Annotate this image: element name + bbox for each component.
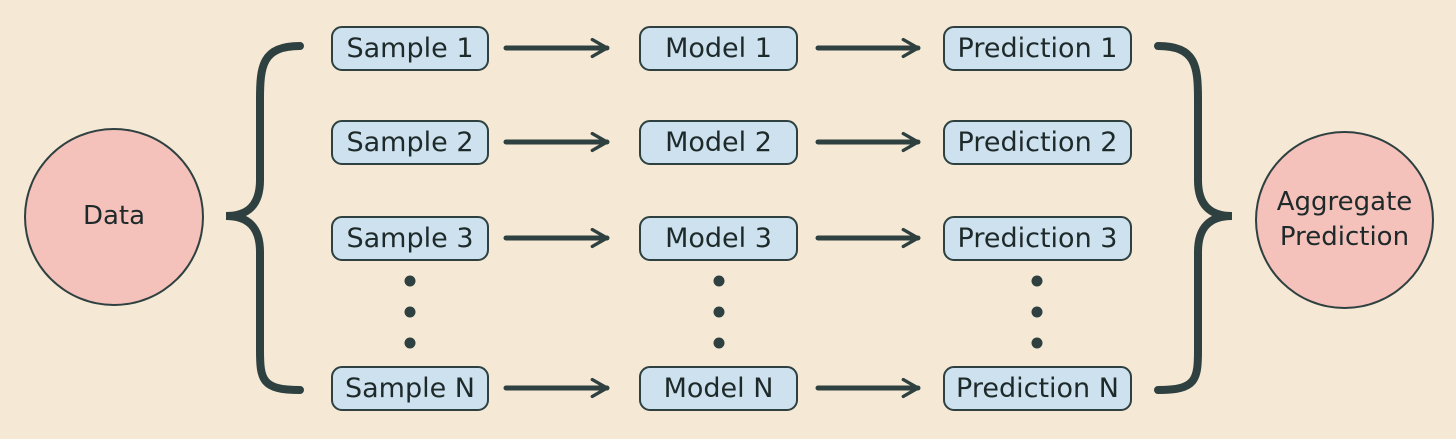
- sample-n-label: Sample N: [344, 373, 476, 404]
- right-brace: [1154, 42, 1233, 394]
- model-1-box: Model 1: [639, 26, 798, 71]
- model-3-label: Model 3: [665, 223, 772, 254]
- sample-2-box: Sample 2: [331, 120, 489, 165]
- sample-3-box: Sample 3: [331, 216, 489, 261]
- data-node-label: Data: [82, 201, 146, 232]
- model-n-label: Model N: [663, 373, 774, 404]
- prediction-1-label: Prediction 1: [957, 33, 1118, 64]
- ellipsis-samples: [404, 275, 416, 349]
- sample-2-label: Sample 2: [346, 127, 474, 158]
- ellipsis-predictions: [1031, 275, 1043, 349]
- model-2-label: Model 2: [665, 127, 772, 158]
- prediction-1-box: Prediction 1: [943, 26, 1132, 71]
- prediction-2-box: Prediction 2: [943, 120, 1132, 165]
- sample-1-box: Sample 1: [331, 26, 489, 71]
- model-2-box: Model 2: [639, 120, 798, 165]
- aggregate-label-line2: Prediction: [1279, 222, 1410, 252]
- prediction-n-label: Prediction N: [956, 373, 1119, 404]
- sample-3-label: Sample 3: [346, 223, 474, 254]
- prediction-2-label: Prediction 2: [957, 127, 1118, 158]
- prediction-n-box: Prediction N: [943, 366, 1132, 411]
- ellipsis-models: [713, 275, 725, 349]
- prediction-3-box: Prediction 3: [943, 216, 1132, 261]
- sample-1-label: Sample 1: [346, 33, 474, 64]
- sample-n-box: Sample N: [331, 366, 489, 411]
- model-1-label: Model 1: [665, 33, 772, 64]
- model-n-box: Model N: [639, 366, 798, 411]
- model-3-box: Model 3: [639, 216, 798, 261]
- data-node: Data: [24, 128, 204, 306]
- left-brace: [225, 42, 304, 394]
- aggregate-prediction-node: Aggregate Prediction: [1255, 131, 1434, 309]
- aggregate-label-line1: Aggregate: [1276, 186, 1413, 217]
- prediction-3-label: Prediction 3: [957, 223, 1118, 254]
